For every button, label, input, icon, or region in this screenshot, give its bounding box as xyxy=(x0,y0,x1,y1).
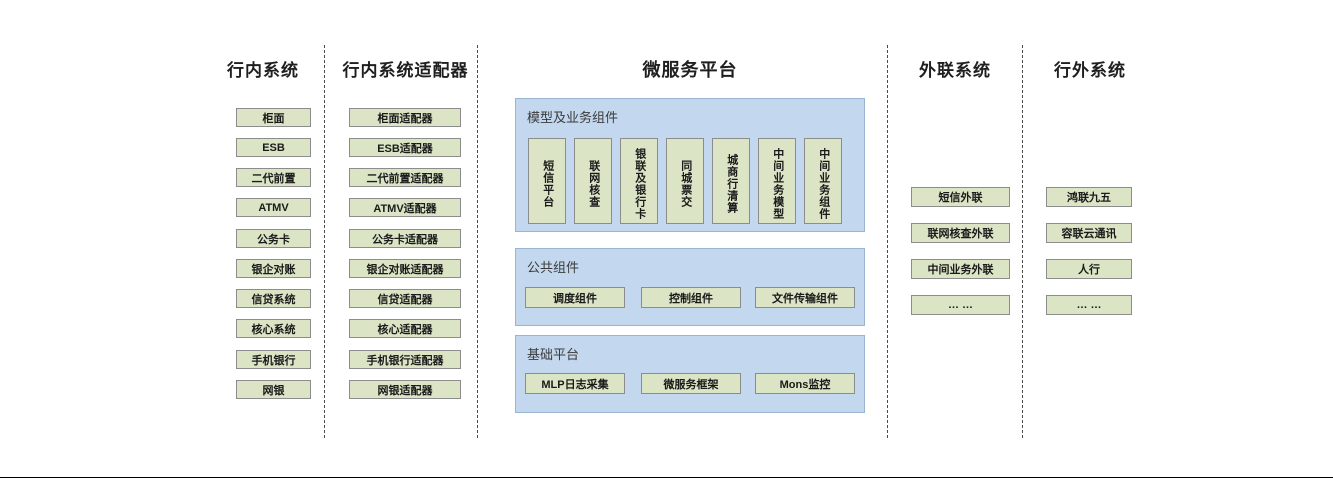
panel-title-base-platform: 基础平台 xyxy=(527,347,580,362)
node-internal-2[interactable]: 二代前置 xyxy=(236,168,311,187)
node-external-3[interactable]: … … xyxy=(1046,295,1132,315)
node-public-0[interactable]: 调度组件 xyxy=(525,287,625,308)
column-divider-2 xyxy=(477,45,478,438)
node-internal-6[interactable]: 信贷系统 xyxy=(236,289,311,308)
node-internal-5[interactable]: 银企对账 xyxy=(236,259,311,278)
panel-title-model-business-components: 模型及业务组件 xyxy=(527,110,619,125)
column-divider-4 xyxy=(1022,45,1023,438)
node-model-4-label: 城商行清算 xyxy=(725,154,738,214)
node-model-0-label: 短信平台 xyxy=(541,160,554,208)
column-title-external-systems: 行外系统 xyxy=(1054,61,1126,80)
node-internal-1[interactable]: ESB xyxy=(236,138,311,157)
node-model-4[interactable]: 城商行清算 xyxy=(712,138,750,224)
column-title-external-link-systems: 外联系统 xyxy=(919,61,991,80)
node-extlink-0[interactable]: 短信外联 xyxy=(911,187,1010,207)
node-model-3-label: 同城票交 xyxy=(679,160,692,208)
node-adapter-5[interactable]: 银企对账适配器 xyxy=(349,259,461,278)
column-title-internal-systems: 行内系统 xyxy=(227,61,299,80)
node-external-0[interactable]: 鸿联九五 xyxy=(1046,187,1132,207)
column-divider-3 xyxy=(887,45,888,438)
node-model-1[interactable]: 联网核查 xyxy=(574,138,612,224)
node-adapter-9[interactable]: 网银适配器 xyxy=(349,380,461,399)
node-extlink-2[interactable]: 中间业务外联 xyxy=(911,259,1010,279)
node-base-1[interactable]: 微服务框架 xyxy=(641,373,741,394)
page-bottom-rule xyxy=(0,477,1333,478)
node-public-1[interactable]: 控制组件 xyxy=(641,287,741,308)
node-model-5[interactable]: 中间业务模型 xyxy=(758,138,796,224)
node-internal-9[interactable]: 网银 xyxy=(236,380,311,399)
node-adapter-0[interactable]: 柜面适配器 xyxy=(349,108,461,127)
node-internal-7[interactable]: 核心系统 xyxy=(236,319,311,338)
platform-title: 微服务平台 xyxy=(642,60,738,80)
node-adapter-4[interactable]: 公务卡适配器 xyxy=(349,229,461,248)
node-model-2-label: 银联及银行卡 xyxy=(633,148,646,220)
panel-title-public-components: 公共组件 xyxy=(527,260,580,275)
node-external-1[interactable]: 容联云通讯 xyxy=(1046,223,1132,243)
node-model-2[interactable]: 银联及银行卡 xyxy=(620,138,658,224)
node-internal-4[interactable]: 公务卡 xyxy=(236,229,311,248)
node-base-0[interactable]: MLP日志采集 xyxy=(525,373,625,394)
node-adapter-1[interactable]: ESB适配器 xyxy=(349,138,461,157)
node-adapter-2[interactable]: 二代前置适配器 xyxy=(349,168,461,187)
column-title-internal-adapters: 行内系统适配器 xyxy=(342,61,469,80)
node-adapter-7[interactable]: 核心适配器 xyxy=(349,319,461,338)
node-public-2[interactable]: 文件传输组件 xyxy=(755,287,855,308)
node-extlink-1[interactable]: 联网核查外联 xyxy=(911,223,1010,243)
node-model-5-label: 中间业务模型 xyxy=(771,148,784,220)
node-model-6[interactable]: 中间业务组件 xyxy=(804,138,842,224)
node-extlink-3[interactable]: … … xyxy=(911,295,1010,315)
node-model-0[interactable]: 短信平台 xyxy=(528,138,566,224)
node-internal-3[interactable]: ATMV xyxy=(236,198,311,217)
node-adapter-8[interactable]: 手机银行适配器 xyxy=(349,350,461,369)
node-model-6-label: 中间业务组件 xyxy=(817,148,830,220)
node-internal-8[interactable]: 手机银行 xyxy=(236,350,311,369)
node-adapter-3[interactable]: ATMV适配器 xyxy=(349,198,461,217)
node-model-1-label: 联网核查 xyxy=(587,160,600,208)
column-divider-1 xyxy=(324,45,325,438)
node-adapter-6[interactable]: 信贷适配器 xyxy=(349,289,461,308)
node-external-2[interactable]: 人行 xyxy=(1046,259,1132,279)
node-model-3[interactable]: 同城票交 xyxy=(666,138,704,224)
node-base-2[interactable]: Mons监控 xyxy=(755,373,855,394)
node-internal-0[interactable]: 柜面 xyxy=(236,108,311,127)
